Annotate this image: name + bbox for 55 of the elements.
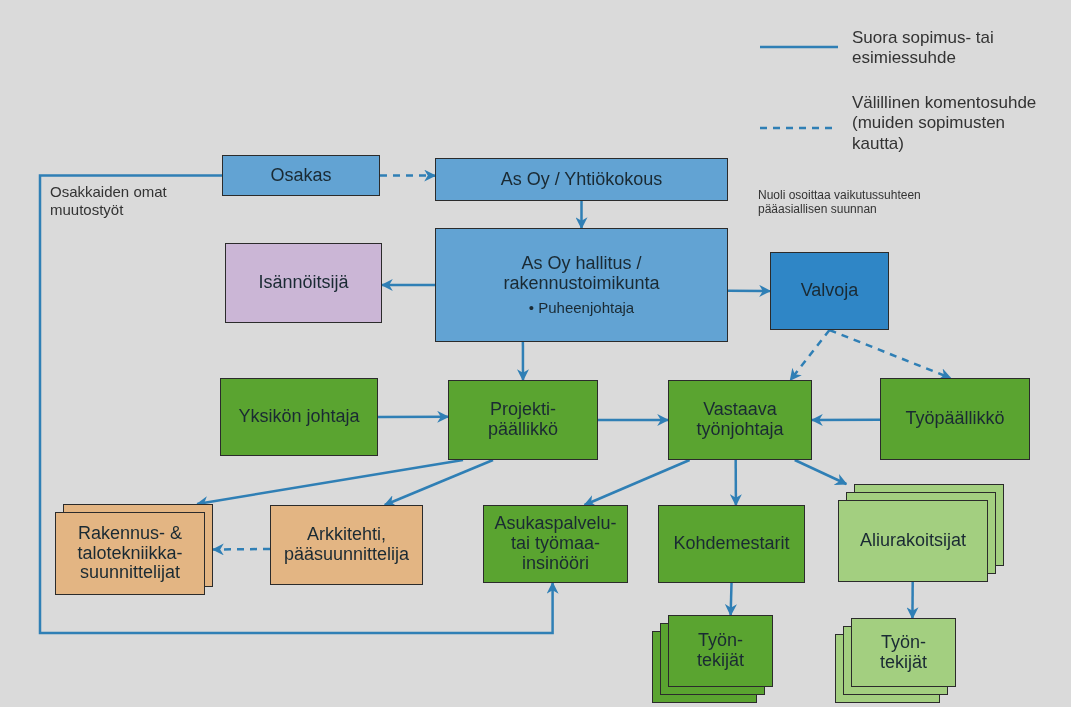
node-label: Työn- tekijät: [696, 631, 745, 671]
node-label: Rakennus- & talotekniikka- suunnittelijat: [76, 523, 184, 584]
arrow: [906, 582, 919, 620]
node-label: Asukaspalvelu- tai työmaa- insinööri: [493, 514, 618, 574]
arrow: [728, 284, 772, 297]
arrow: [38, 174, 559, 635]
arrow: [583, 458, 691, 507]
arrow: [724, 582, 737, 617]
arrow: [211, 543, 270, 556]
node-label: Aliurakoitsijat: [859, 531, 966, 551]
process-box: [668, 380, 812, 460]
process-box: [220, 378, 378, 456]
process-box: [225, 243, 382, 323]
arrow: [378, 410, 450, 423]
node-label: Työpäällikkö: [905, 409, 1005, 429]
node-label: Valvoja: [800, 281, 859, 301]
node-label: Vastaava työnjohtaja: [695, 400, 785, 440]
process-box: [435, 158, 728, 201]
arrow: [789, 329, 831, 381]
process-box: [270, 505, 423, 585]
arrow: [383, 458, 494, 507]
legend-label: Välillinen komentosuhde (muiden sopimusten kautta): [852, 93, 1038, 155]
stacked-box: [838, 484, 1004, 582]
stacked-box: [652, 615, 773, 703]
process-box: [483, 505, 628, 583]
legend-label: Suora sopimus- tai esimiessuhde: [852, 28, 995, 69]
arrow: [575, 201, 588, 230]
node-label: Isännöitsijä: [258, 273, 349, 293]
process-box: [435, 228, 728, 342]
arrow: [810, 413, 880, 426]
node-label: Osakas: [270, 165, 332, 186]
stacked-box: [55, 504, 213, 595]
arrow: [380, 169, 437, 182]
node-note: • Puheenjohtaja: [528, 299, 635, 317]
stacked-box: [835, 618, 956, 703]
process-box: [658, 505, 805, 583]
node-label: Arkkitehti, pääsuunnittelija: [282, 525, 411, 565]
arrow: [516, 342, 529, 382]
node-label: Projekti- päällikkö: [486, 400, 559, 440]
process-box: [222, 155, 380, 196]
arrow: [829, 328, 952, 380]
node-label: As Oy hallitus / rakennustoimikunta: [502, 253, 661, 294]
arrow: [794, 458, 848, 486]
process-box: [880, 378, 1030, 460]
process-box: [770, 252, 889, 330]
node-label: As Oy / Yhtiökokous: [500, 169, 663, 190]
node-label: Yksikön johtaja: [238, 407, 360, 427]
arrow: [598, 414, 670, 426]
process-box: [448, 380, 598, 460]
node-label: Kohdemestarit: [673, 534, 790, 554]
arrow: [729, 460, 742, 507]
note-text: Nuoli osoittaa vaikutussuhteen pääasiallisen suunnan: [758, 188, 922, 217]
arrow: [380, 279, 435, 291]
node-label: Työn- tekijät: [879, 632, 928, 673]
edge-label: Osakkaiden omat muutostyöt: [50, 183, 168, 219]
